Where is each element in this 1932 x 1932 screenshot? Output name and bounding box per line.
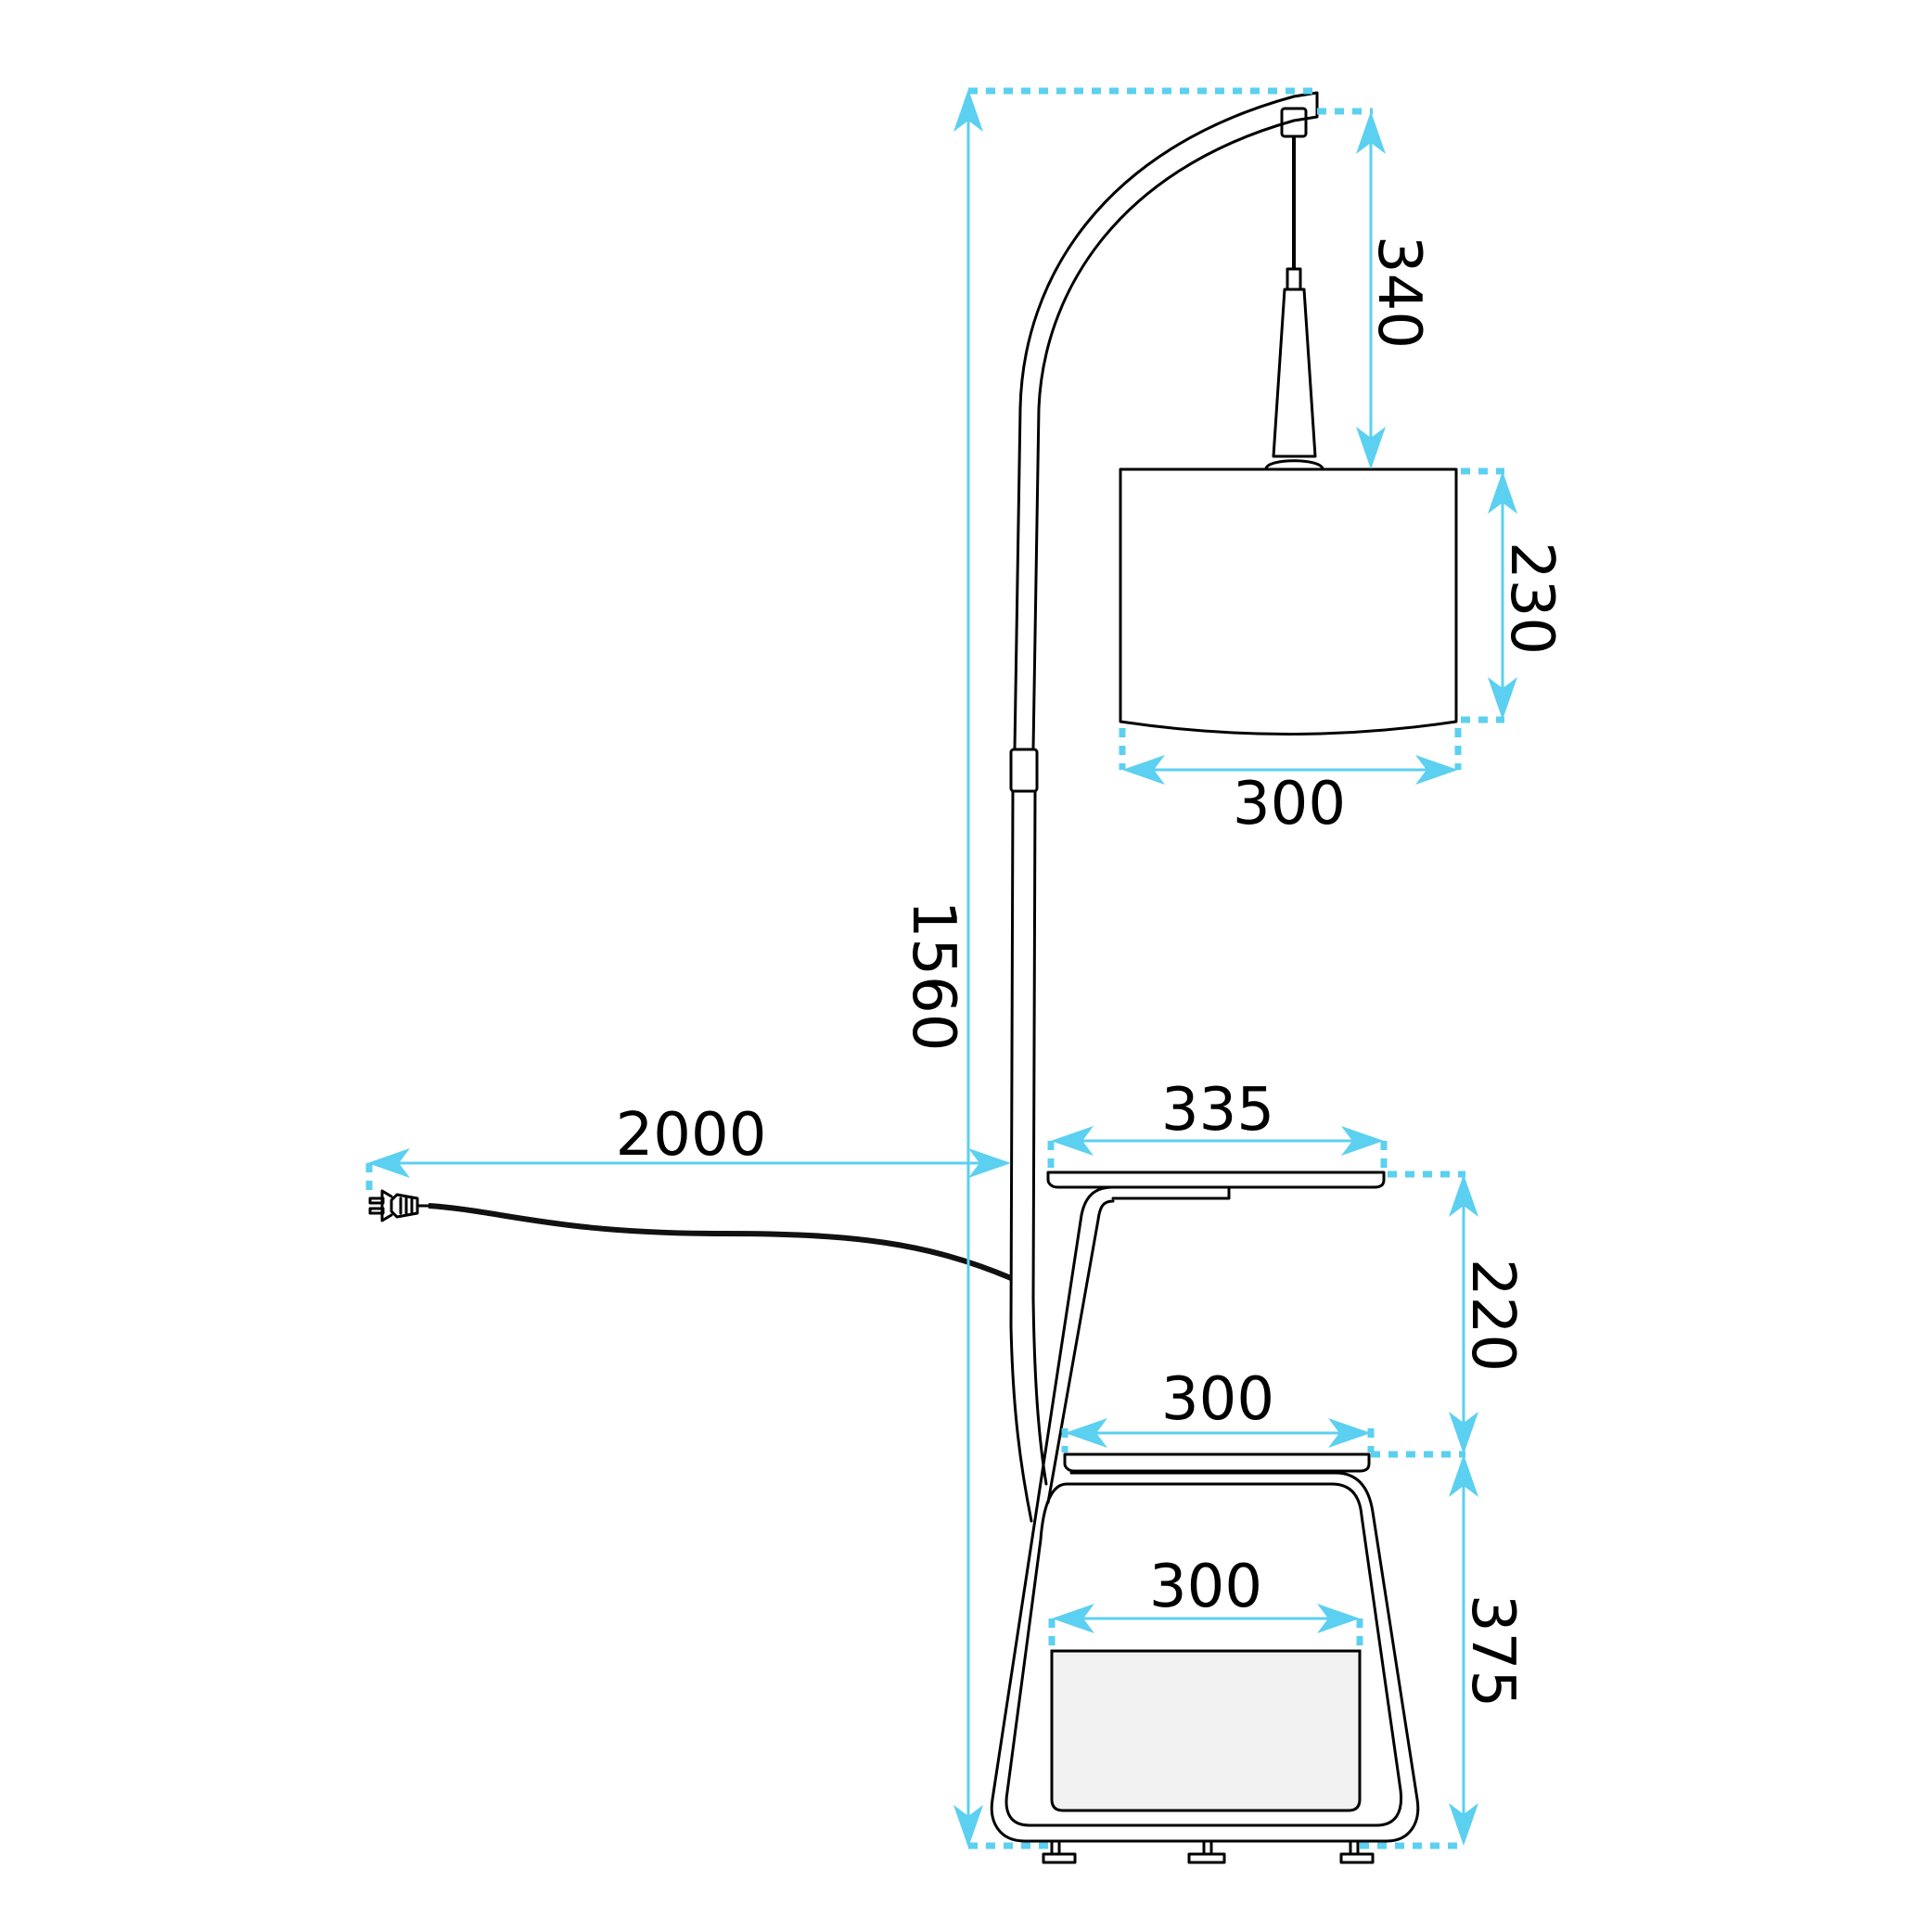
label-cord-drop: 340 bbox=[1364, 236, 1433, 349]
dim-cord-length bbox=[365, 1148, 1011, 1196]
top-shelf bbox=[1046, 1171, 1386, 1189]
lamp-arm bbox=[1013, 95, 1296, 751]
dim-total-height bbox=[953, 87, 1317, 1849]
frame-base-inner bbox=[1004, 1482, 1403, 1827]
frame-inner bbox=[1046, 1199, 1115, 1504]
lamp-pole-inner bbox=[1031, 789, 1048, 1486]
pole-joint bbox=[1009, 748, 1039, 793]
plug-icon bbox=[368, 1189, 430, 1222]
dimension-lines bbox=[365, 87, 1517, 1849]
lamp-socket-cap bbox=[1264, 459, 1324, 470]
label-middle-shelf-width: 300 bbox=[1161, 1365, 1274, 1434]
frame-outer bbox=[990, 1185, 1420, 1843]
label-shelf-spacing: 220 bbox=[1458, 1259, 1527, 1372]
shelf-bracket bbox=[1111, 1185, 1231, 1200]
lamp-arm-inner bbox=[1031, 119, 1296, 751]
lamp-drawing bbox=[368, 91, 1458, 1864]
label-cord-length: 2000 bbox=[616, 1101, 767, 1170]
lamp-pole bbox=[1009, 789, 1033, 1523]
label-total-height: 1560 bbox=[899, 901, 967, 1052]
label-shade-width: 300 bbox=[1233, 770, 1346, 838]
base-feet bbox=[1042, 1839, 1375, 1864]
middle-shelf bbox=[1063, 1452, 1371, 1473]
storage-basket bbox=[1050, 1649, 1362, 1812]
dim-middle-shelf-width bbox=[1061, 1418, 1375, 1452]
label-top-shelf-width: 335 bbox=[1161, 1076, 1274, 1145]
dim-base-height bbox=[1360, 1454, 1478, 1849]
label-base-height: 375 bbox=[1458, 1594, 1527, 1708]
dim-cord-drop bbox=[1317, 108, 1386, 469]
label-shade-height: 230 bbox=[1497, 542, 1566, 655]
lamp-socket-cone bbox=[1272, 288, 1317, 458]
dim-shelf-spacing bbox=[1371, 1171, 1478, 1458]
power-cord bbox=[428, 1203, 1013, 1281]
lamp-shade bbox=[1119, 467, 1458, 736]
label-basket-width: 300 bbox=[1149, 1553, 1262, 1621]
dim-shade-width bbox=[1119, 728, 1462, 785]
dimension-labels: 1560 2000 340 230 300 335 220 300 300 37… bbox=[616, 236, 1566, 1708]
dim-basket-width bbox=[1048, 1604, 1363, 1651]
dim-shade-height bbox=[1461, 467, 1517, 723]
dim-top-shelf-width bbox=[1047, 1126, 1388, 1172]
cord-sleeve bbox=[1286, 267, 1302, 291]
